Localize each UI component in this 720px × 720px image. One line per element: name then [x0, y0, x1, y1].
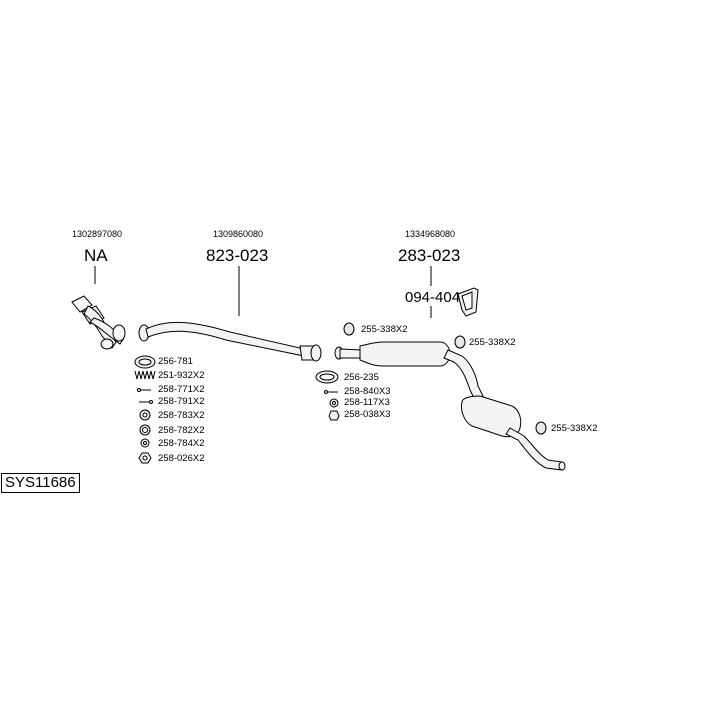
nut-icon-2: [328, 410, 340, 421]
fitting-label: 258-038X3: [344, 409, 391, 420]
part-number-2: 823-023: [206, 246, 269, 265]
bracket-094-404: [457, 287, 479, 317]
front-pipe: [71, 295, 126, 350]
fitting-label: 258-791X2: [158, 396, 205, 407]
hanger-label-2: 255-338X2: [469, 337, 516, 348]
intermediate-pipe: [138, 321, 322, 362]
fitting-label: 256-235: [344, 372, 379, 383]
bracket-part-number: 094-404: [405, 289, 461, 306]
fitting-label: 258-782X2: [158, 425, 205, 436]
part-number-1: NA: [84, 246, 108, 265]
fitting-label: 256-781: [158, 356, 193, 367]
hanger-ring-icon-3: [535, 421, 547, 435]
fitting-label: 251-932X2: [158, 370, 205, 381]
oem-number-1: 1302897080: [72, 229, 123, 239]
fitting-label: 258-771X2: [158, 384, 205, 395]
hanger-icons: [343, 322, 547, 435]
fitting-label: 258-026X2: [158, 453, 205, 464]
hanger-label-1: 255-338X2: [361, 324, 408, 335]
fitting-label: 258-117X3: [344, 397, 390, 408]
front-fitting-icons: [134, 355, 156, 464]
part-number-3: 283-023: [398, 246, 461, 265]
fitting-label: 258-784X2: [158, 438, 205, 449]
oem-number-3: 1334968080: [405, 229, 456, 239]
oem-number-2: 1309860080: [213, 229, 264, 239]
fitting-label: 258-840X3: [344, 386, 391, 397]
hanger-ring-icon-2: [454, 335, 466, 349]
middle-fitting-icons: [315, 370, 340, 421]
spring-icon: [134, 370, 156, 380]
silencer-assembly: [334, 341, 566, 471]
hanger-ring-icon-1: [343, 322, 355, 336]
system-code-label: SYS11686: [1, 473, 80, 493]
hanger-label-3: 255-338X2: [551, 423, 598, 434]
fitting-label: 258-783X2: [158, 410, 205, 421]
